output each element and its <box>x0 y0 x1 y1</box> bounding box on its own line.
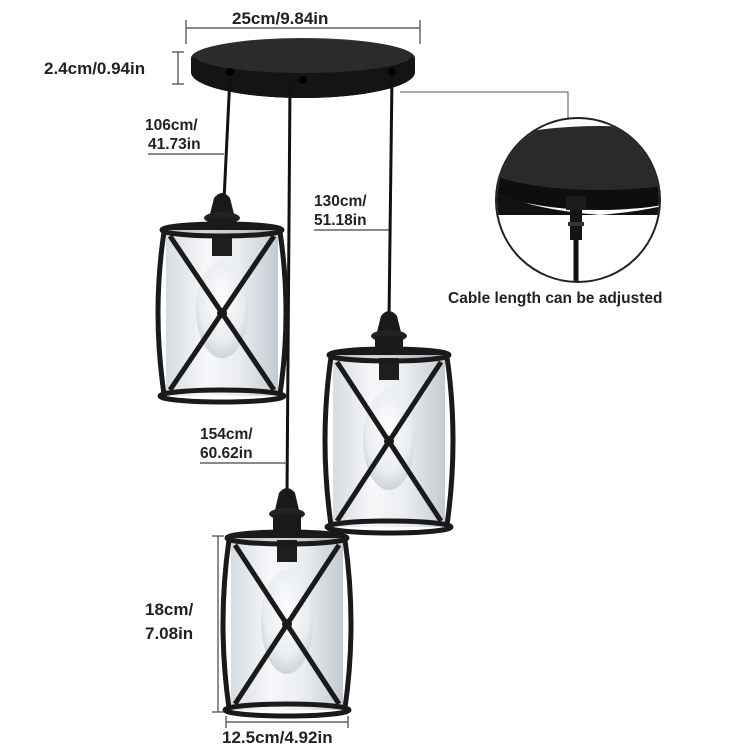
cable-length-2-in: 51.18in <box>314 212 367 229</box>
canopy-width-label: 25cm/9.84in <box>232 9 329 28</box>
canopy-closeup-circle <box>495 117 661 283</box>
pendant-shade-bottom <box>220 488 354 719</box>
cables <box>222 75 394 496</box>
cable-length-3-cm: 154cm/ <box>200 426 253 443</box>
ceiling-canopy <box>191 38 415 98</box>
cable-length-3-in: 60.62in <box>200 445 253 462</box>
canopy-height-dimension <box>172 51 184 85</box>
shade-height-cm-label: 18cm/ <box>145 600 194 619</box>
shade-height-in-label: 7.08in <box>145 624 194 643</box>
callout-leader <box>400 91 569 122</box>
cable-adjust-caption: Cable length can be adjusted <box>448 290 663 307</box>
shade-width-dimension <box>225 716 349 728</box>
pendant-shade-left <box>155 193 289 405</box>
canopy-height-label: 2.4cm/0.94in <box>44 59 146 78</box>
cable-length-1-cm: 106cm/ <box>145 117 198 134</box>
canopy-width-dimension <box>185 20 421 44</box>
shade-height-dimension <box>212 535 224 713</box>
shade-width-label: 12.5cm/4.92in <box>222 728 333 747</box>
cable-length-2-cm: 130cm/ <box>314 193 367 210</box>
pendant-shade-right <box>322 311 456 536</box>
cable-length-1-in: 41.73in <box>148 136 201 153</box>
